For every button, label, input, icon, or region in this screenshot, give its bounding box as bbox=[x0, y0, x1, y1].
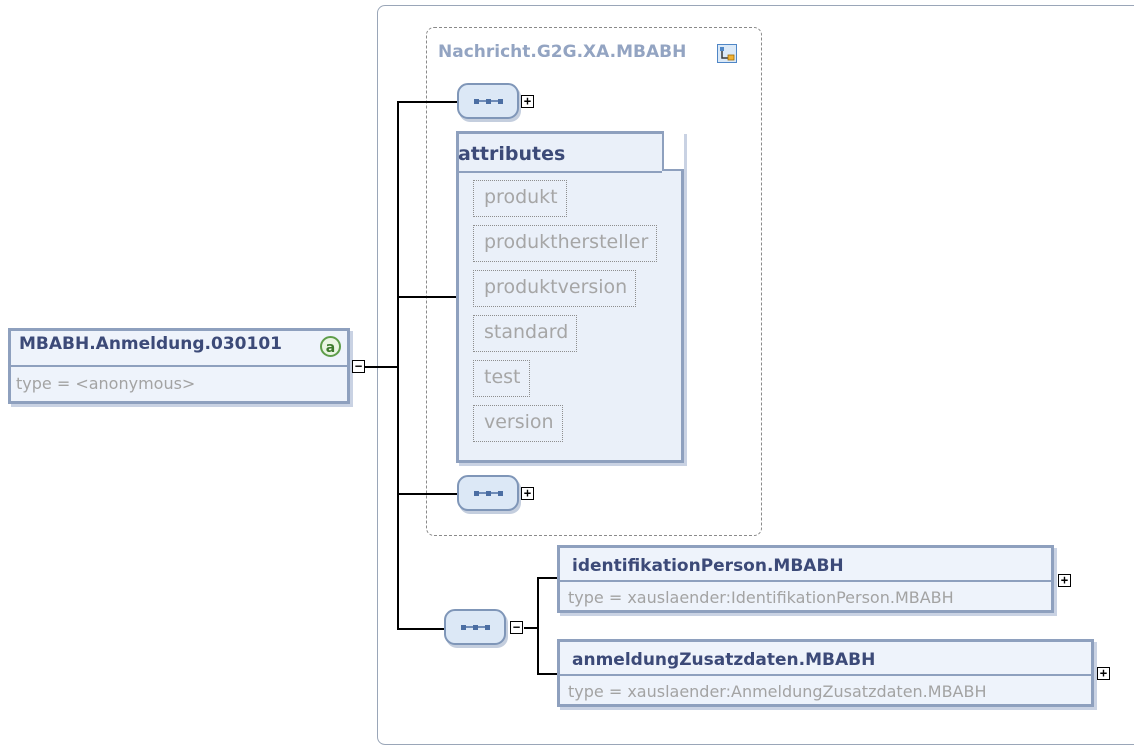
connector-child2 bbox=[537, 673, 558, 675]
sequence-expand-toggle[interactable]: + bbox=[521, 95, 534, 108]
connector-children bbox=[524, 627, 539, 629]
attribute-item[interactable]: version bbox=[473, 405, 563, 442]
sequence-icon bbox=[474, 99, 503, 104]
root-element-type: type = <anonymous> bbox=[16, 374, 196, 393]
attribute-item[interactable]: standard bbox=[473, 315, 578, 352]
attribute-item[interactable]: produkthersteller bbox=[473, 225, 658, 262]
attribute-badge-icon: a bbox=[320, 336, 341, 357]
connector-seq3 bbox=[397, 628, 445, 630]
connector-seq1 bbox=[397, 101, 458, 103]
sequence-compositor[interactable] bbox=[457, 83, 519, 119]
connector-children-trunk bbox=[537, 577, 539, 674]
group-type-icon bbox=[717, 44, 737, 63]
child-element-type: type = xauslaender:IdentifikationPerson.… bbox=[568, 588, 954, 607]
group-title[interactable]: Nachricht.G2G.XA.MBABH bbox=[438, 42, 687, 62]
sequence-compositor[interactable] bbox=[457, 475, 519, 511]
child-expand-toggle[interactable]: + bbox=[1097, 667, 1110, 680]
attribute-item[interactable]: produkt bbox=[473, 180, 567, 217]
attributes-header-separator bbox=[459, 171, 662, 173]
sequence-icon bbox=[461, 625, 490, 630]
child-element-name: identifikationPerson.MBABH bbox=[572, 556, 844, 576]
connector-attributes bbox=[397, 296, 458, 298]
sequence-compositor[interactable] bbox=[444, 609, 506, 645]
connector-child1 bbox=[537, 577, 558, 579]
child-element-separator bbox=[560, 580, 1051, 582]
sequence-collapse-toggle[interactable]: − bbox=[510, 621, 523, 634]
child-element-identifikation-person[interactable]: identifikationPerson.MBABH type = xausla… bbox=[557, 545, 1054, 613]
child-element-anmeldung-zusatzdaten[interactable]: anmeldungZusatzdaten.MBABH type = xausla… bbox=[557, 639, 1094, 707]
sequence-icon bbox=[474, 491, 503, 496]
child-element-name: anmeldungZusatzdaten.MBABH bbox=[572, 650, 876, 670]
connector-seq2 bbox=[397, 493, 458, 495]
attributes-title: attributes bbox=[458, 143, 566, 165]
child-element-separator bbox=[560, 674, 1091, 676]
connector-trunk bbox=[397, 101, 399, 630]
root-collapse-toggle[interactable]: − bbox=[352, 360, 365, 373]
attribute-item[interactable]: test bbox=[473, 360, 530, 397]
child-expand-toggle[interactable]: + bbox=[1058, 574, 1071, 587]
attribute-item[interactable]: produktversion bbox=[473, 270, 637, 307]
sequence-expand-toggle[interactable]: + bbox=[521, 487, 534, 500]
child-element-type: type = xauslaender:AnmeldungZusatzdaten.… bbox=[568, 682, 987, 701]
root-element[interactable]: MBABH.Anmeldung.030101 type = <anonymous… bbox=[8, 328, 350, 404]
group-reference-frame bbox=[426, 27, 762, 536]
root-element-name: MBABH.Anmeldung.030101 bbox=[19, 334, 282, 354]
attributes-corner-tab bbox=[662, 131, 684, 171]
connector-root bbox=[365, 366, 398, 368]
root-element-separator bbox=[11, 365, 347, 367]
